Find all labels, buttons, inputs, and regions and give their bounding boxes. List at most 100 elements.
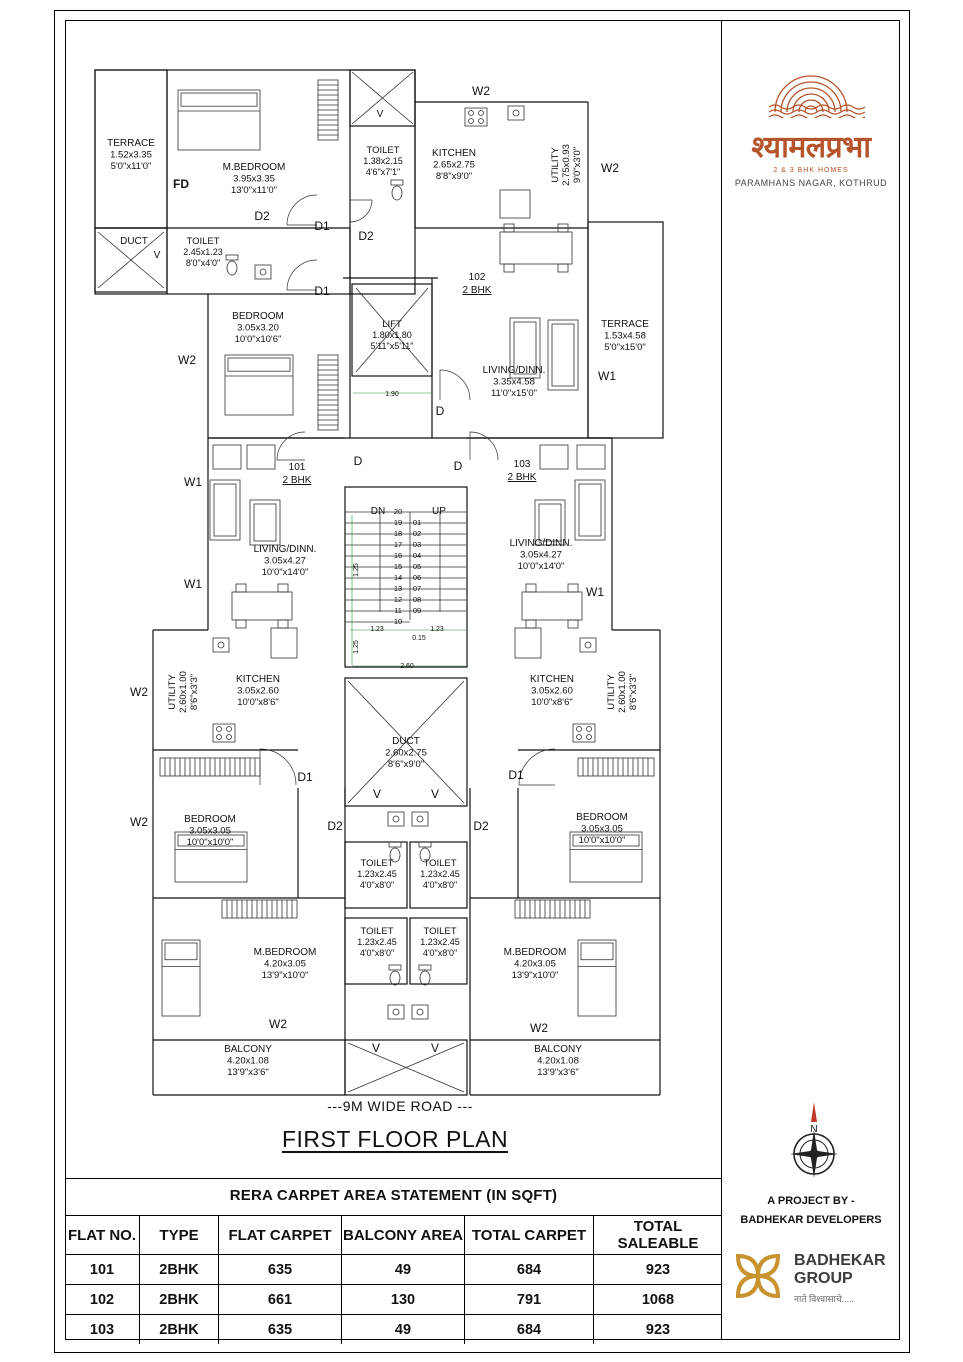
step-number: 17 xyxy=(394,540,402,549)
statement-title: RERA CARPET AREA STATEMENT (IN SQFT) xyxy=(65,1179,722,1216)
step-number: 08 xyxy=(413,595,421,604)
dining-table xyxy=(499,231,573,265)
room-name-kitchen-102: KITCHEN xyxy=(432,148,476,159)
step-number: 12 xyxy=(394,595,402,604)
door-d1-102 xyxy=(286,194,318,226)
wardrobe xyxy=(577,757,655,777)
col-type: TYPE xyxy=(139,1216,219,1255)
sink-drain xyxy=(392,815,400,823)
table-row: 101 2BHK 635 49 684 923 xyxy=(65,1254,722,1285)
room-metric-bed-101: 3.05x3.05 xyxy=(189,826,231,837)
cell: 2BHK xyxy=(139,1254,219,1285)
unit xyxy=(246,444,276,470)
room-text: UTILITY xyxy=(550,147,561,183)
duct-tl xyxy=(94,227,168,293)
tag-up: UP xyxy=(432,506,446,517)
tag-w1: W1 xyxy=(586,585,604,599)
compass-n-label: N xyxy=(810,1124,817,1135)
step-number: 09 xyxy=(413,606,421,615)
wc-102a xyxy=(391,185,403,201)
room-text: 2.75x0.93 xyxy=(561,144,572,186)
stove xyxy=(464,107,488,127)
room-metric-terrace-r: 1.53x4.58 xyxy=(604,331,646,342)
room-imperial-toilet-c4: 4'0"x8'0" xyxy=(423,948,457,958)
fridge-103 xyxy=(514,627,542,659)
room-text: 8'6"x3'3" xyxy=(628,674,639,710)
wc-tank xyxy=(418,841,432,848)
room-imperial-mbed-101: 13'9"x10'0" xyxy=(262,970,309,981)
tag-w1: W1 xyxy=(598,369,616,383)
unit xyxy=(539,444,569,470)
pillow xyxy=(572,834,640,847)
room-imperial-toilet-102b: 8'0"x4'0" xyxy=(186,258,220,268)
flat-number-102: 102 xyxy=(469,272,486,283)
toilet-c3 xyxy=(344,917,408,985)
terrace-right xyxy=(587,221,664,439)
bed-103-bed xyxy=(569,831,643,883)
tag-w1: W1 xyxy=(184,577,202,591)
table-row: 102 2BHK 661 130 791 1068 xyxy=(65,1284,722,1315)
wc-102b xyxy=(226,260,238,276)
room-metric-toilet-102a: 1.38x2.15 xyxy=(363,156,403,166)
pillow xyxy=(164,942,198,961)
cell: 684 xyxy=(464,1254,594,1285)
room-imperial-terrace-tl: 5'0"x11'0" xyxy=(111,161,152,172)
tag-w2: W2 xyxy=(130,815,148,829)
group-logo: BADHEKAR GROUP नाते विश्वासाचे..... xyxy=(732,1250,902,1305)
cell: 2BHK xyxy=(139,1284,219,1315)
step-number: 04 xyxy=(413,551,421,560)
burner xyxy=(468,110,474,116)
sidebar-frame xyxy=(722,20,900,1340)
cell: 49 xyxy=(341,1314,465,1344)
north-compass-icon: N xyxy=(790,1102,838,1178)
plan-title: FIRST FLOOR PLAN xyxy=(281,1126,509,1152)
tag-dn: DN xyxy=(371,506,385,517)
room-text: UTILITY xyxy=(606,674,617,710)
tag-d1: D1 xyxy=(314,219,330,233)
tag-d2: D2 xyxy=(473,819,489,833)
tag-d1: D1 xyxy=(314,284,330,298)
step-number: 03 xyxy=(413,540,421,549)
room-name-terrace-tl: TERRACE xyxy=(107,138,155,149)
cell: 130 xyxy=(341,1284,465,1315)
burner xyxy=(576,726,582,732)
step-number: 15 xyxy=(394,562,402,571)
dim-123: 1.23 xyxy=(430,626,444,633)
sink xyxy=(411,1004,429,1020)
col-total-saleable: TOTAL SALEABLE xyxy=(593,1216,722,1255)
burner xyxy=(478,118,484,124)
bed-101-bed xyxy=(174,831,248,883)
brand-block: श्यामलप्रभा 2 & 3 BHK HOMES PARAMHANS NA… xyxy=(722,60,900,188)
sink xyxy=(507,105,525,121)
room-imperial-mbed-103: 13'9"x10'0" xyxy=(512,970,559,981)
step-number: 06 xyxy=(413,573,421,582)
tag-d: D xyxy=(454,459,463,473)
chair xyxy=(557,263,569,273)
room-name-mbed-101: M.BEDROOM xyxy=(254,947,317,958)
tag-v: V xyxy=(377,109,384,120)
page-frame xyxy=(54,10,910,1353)
room-name-kitchen-101: KITCHEN xyxy=(236,674,280,685)
tag-w2: W2 xyxy=(178,353,196,367)
wardrobe xyxy=(317,354,339,431)
duct-center xyxy=(344,677,468,807)
area-table: FLAT NO. TYPE FLAT CARPET BALCONY AREA T… xyxy=(65,1216,722,1344)
duct-center-cross xyxy=(347,680,465,804)
sink xyxy=(387,811,405,827)
cell: 103 xyxy=(65,1314,140,1344)
tag-w2: W2 xyxy=(530,1021,548,1035)
room-metric-lift: 1.80x1.80 xyxy=(372,330,412,340)
pillow xyxy=(180,92,258,107)
room-text: 2.60x1.00 xyxy=(178,671,189,713)
chair xyxy=(503,223,515,233)
door-d-103 xyxy=(469,431,499,461)
tag-w1: W1 xyxy=(184,475,202,489)
group-name-line1: BADHEKAR xyxy=(794,1252,886,1269)
room-text: 9'0"x3'0" xyxy=(572,147,583,183)
room-name-living-102: LIVING/DINN. xyxy=(483,365,546,376)
room-name-terrace-r: TERRACE xyxy=(601,319,649,330)
dim-260: 2.60 xyxy=(400,663,414,670)
step-number: 10 xyxy=(394,617,402,626)
stove xyxy=(572,723,596,743)
